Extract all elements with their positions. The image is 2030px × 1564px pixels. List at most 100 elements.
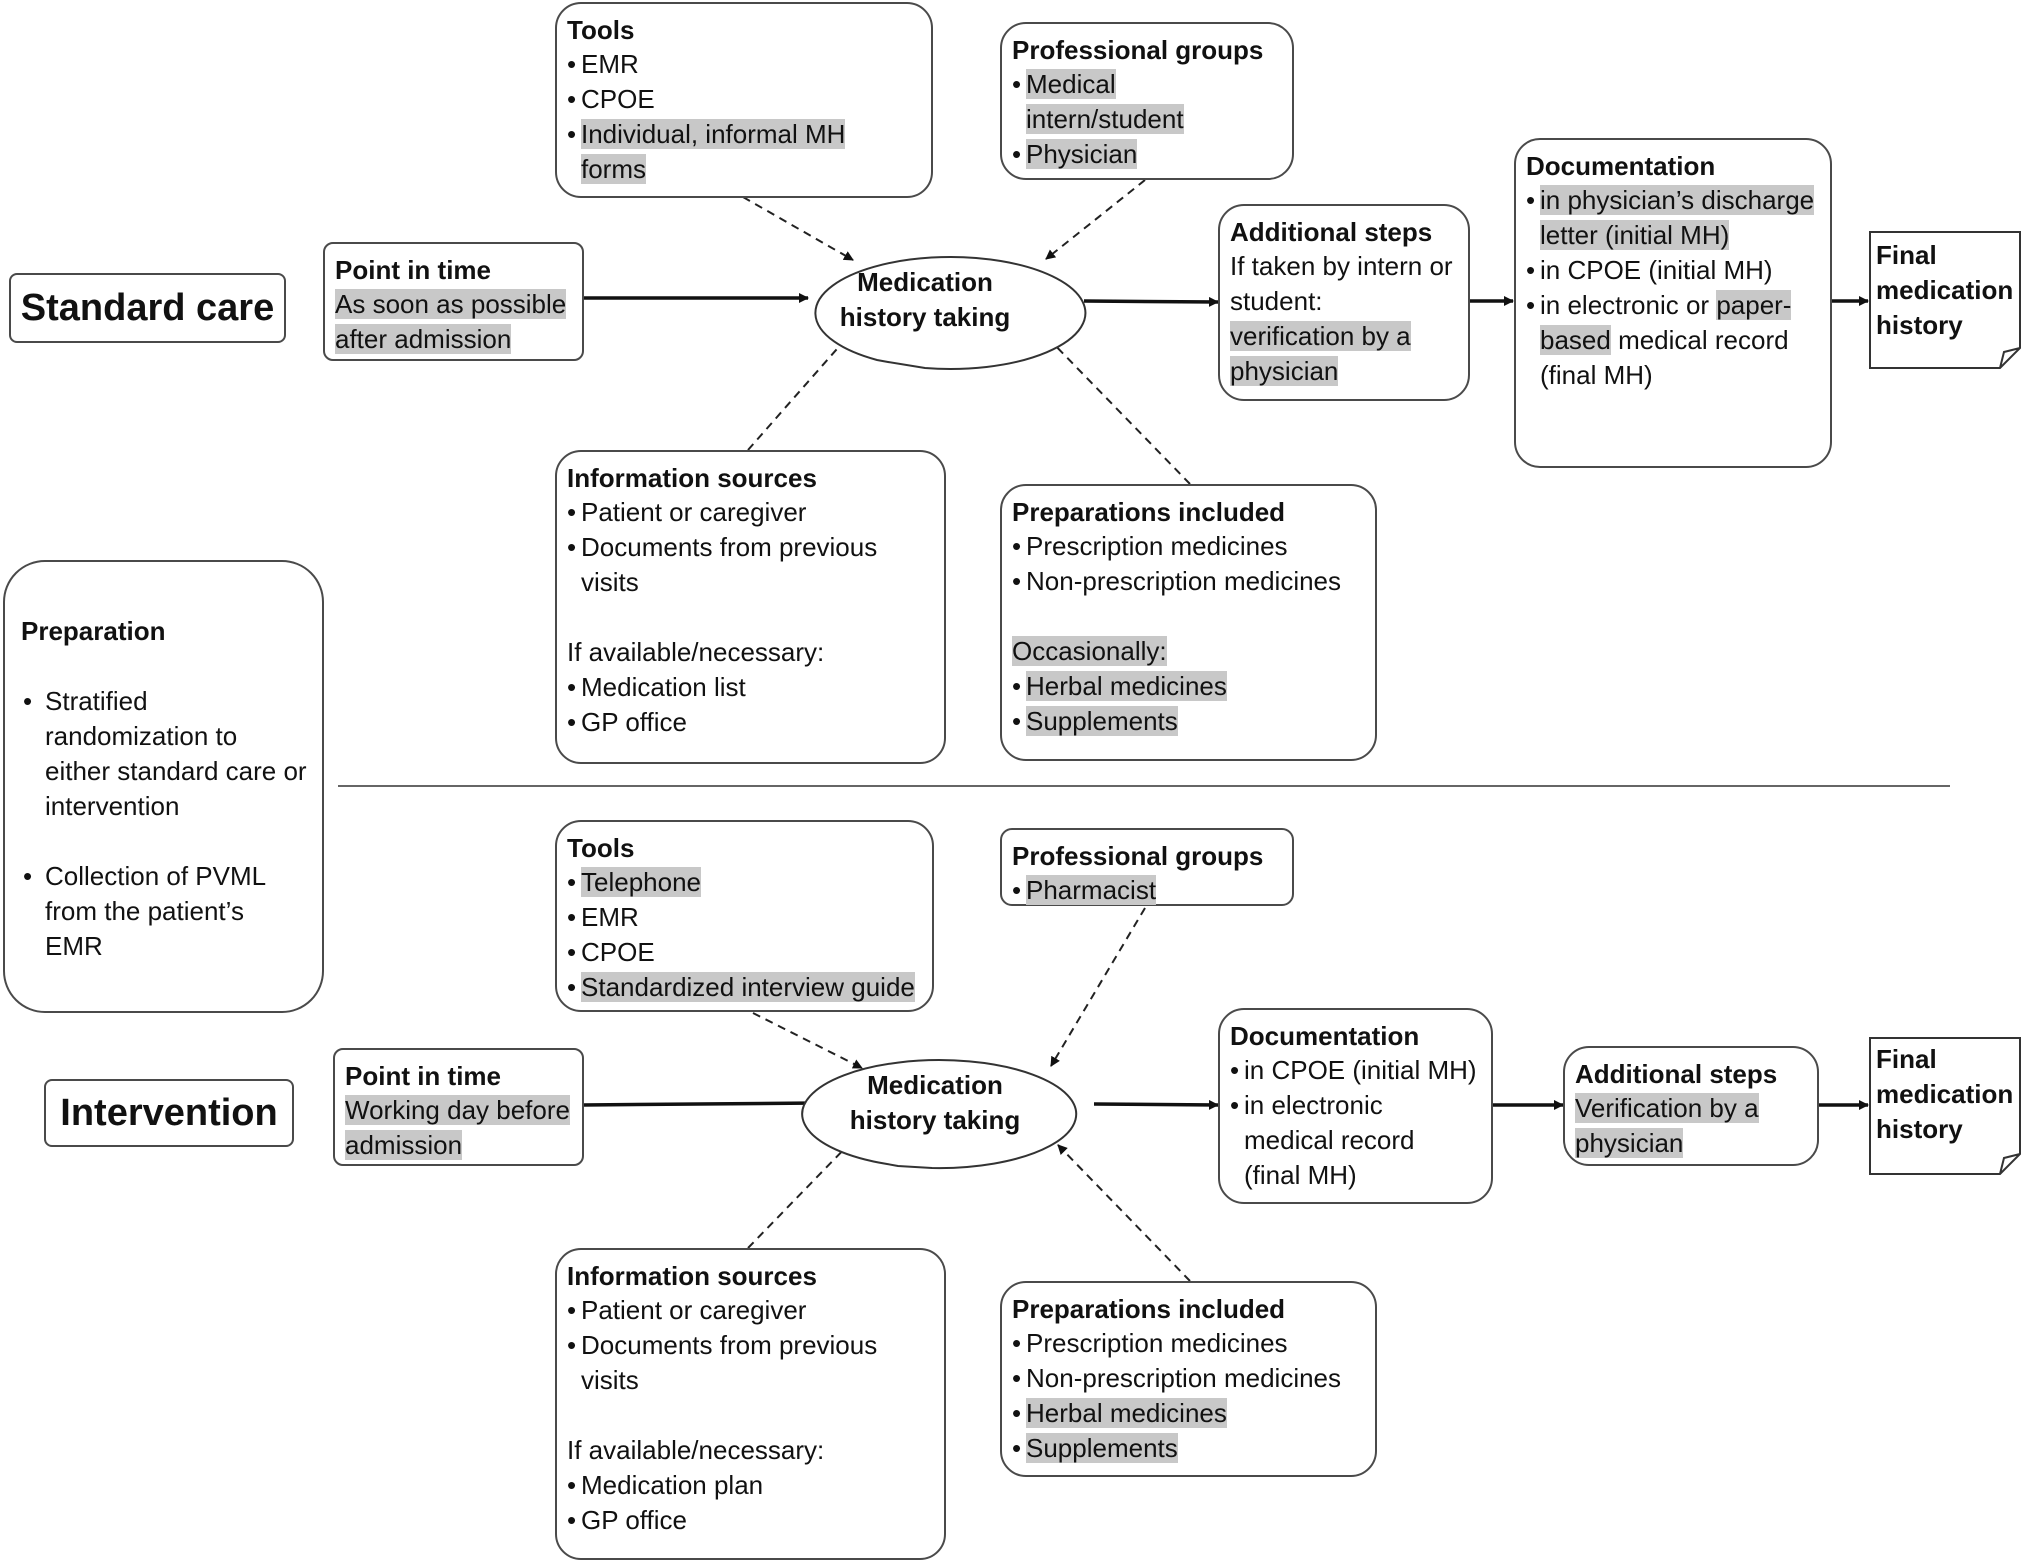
information-source-item: Patient or caregiver [567,1293,934,1328]
professional-groups-title: Professional groups [1012,35,1264,65]
highlight: Herbal medicines [1026,1398,1227,1428]
medication-history-taking-standard: Medication history taking [820,265,1030,335]
final-line1: Final [1876,1044,1937,1074]
information-source-item: Medication plan [567,1468,934,1503]
documentation-item: in CPOE (initial MH) [1230,1053,1481,1088]
dashed-arrow-preps-intervention [1057,1144,1191,1282]
additional-steps-title: Additional steps [1575,1059,1778,1089]
point-in-time-text: As soon as possible after admission [335,287,572,357]
highlight: Supplements [1026,706,1178,736]
information-sources-title: Information sources [567,463,817,493]
information-sources-box-intervention: Information sources Patient or caregiver… [555,1248,946,1560]
tools-box-standard: Tools EMR CPOE Individual, informal MH f… [555,2,933,198]
documentation-item: in electronic medical record (final MH) [1230,1088,1464,1193]
tools-box-intervention: Tools Telephone EMR CPOE Standardized in… [555,820,934,1012]
dashed-arrow-tools-standard [742,196,854,261]
highlight: in physician’s discharge letter (initial… [1540,185,1815,250]
point-in-time-title: Point in time [345,1061,501,1091]
preparations-included-title: Preparations included [1012,497,1286,527]
mh-bubble-standard [814,256,1087,370]
preparation-included-item: Non-prescription medicines [1012,1361,1365,1396]
tool-item: Telephone [567,865,922,900]
preparations-included-box-standard: Preparations included Prescription medic… [1000,484,1377,761]
doc-text-c: medical record (final MH) [1540,325,1789,390]
information-source-item: Documents from previous visits [567,530,911,600]
information-sources-title: Information sources [567,1261,817,1291]
additional-steps-title: Additional steps [1230,217,1433,247]
tool-item: CPOE [567,935,922,970]
preparation-included-item: Herbal medicines [1012,1396,1365,1431]
highlight: Verification by a physician [1575,1093,1759,1158]
point-in-time-box-standard: Point in time As soon as possible after … [323,242,584,361]
information-source-item: Documents from previous visits [567,1328,911,1398]
final-medication-history-standard: Final medication history [1876,238,2013,343]
mh-bubble-intervention [801,1059,1078,1170]
dashed-arrow-sources-standard [747,332,852,451]
tools-title: Tools [567,15,635,45]
mh-line2: history taking [839,302,1011,332]
documentation-title: Documentation [1230,1021,1420,1051]
highlight: Occasionally: [1012,636,1167,666]
highlight: verification by a physician [1230,321,1411,386]
professional-groups-box-intervention: Professional groups Pharmacist [1000,828,1294,908]
dashed-arrow-tools-intervention [752,1012,863,1069]
arrow-mh-to-steps-standard [1083,296,1219,307]
highlight: Telephone [581,867,701,897]
highlight: Pharmacist [1026,875,1157,905]
final-document-shape-standard [1869,231,2021,369]
tool-item: Individual, informal MH forms [567,117,871,187]
information-source-item: GP office [567,1503,934,1538]
documentation-box-intervention: Documentation in CPOE (initial MH) in el… [1218,1008,1493,1204]
final-line2: medication [1876,1079,2014,1109]
occasionally-label: Occasionally: [1012,634,1365,669]
final-document-shape-intervention [1869,1037,2021,1175]
dashed-arrow-groups-standard [1045,179,1146,260]
additional-steps-box-intervention: Additional steps Verification by a physi… [1563,1046,1819,1166]
mh-line1: Medication [857,267,993,297]
highlight: Herbal medicines [1026,671,1227,701]
preparations-included-box-intervention: Preparations included Prescription medic… [1000,1281,1377,1477]
preparation-title: Preparation [21,616,166,646]
dashed-arrow-groups-intervention [1050,907,1146,1067]
final-line1: Final [1876,240,1937,270]
documentation-item: in physician’s discharge letter (initial… [1526,183,1820,253]
documentation-item: in CPOE (initial MH) [1526,253,1820,288]
highlight: Physician [1026,139,1138,169]
professional-group-item: Medical intern/student [1012,67,1226,137]
additional-steps-box-standard: Additional steps If taken by intern or s… [1218,204,1470,401]
tool-item: EMR [567,47,921,82]
mh-line2: history taking [849,1105,1021,1135]
preparation-box: Preparation Stratified randomization to … [3,560,324,1013]
documentation-title: Documentation [1526,151,1716,181]
preparation-included-item: Supplements [1012,1431,1365,1466]
information-sources-conditional-label: If available/necessary: [567,1435,825,1465]
highlight: Standardized interview guide [581,972,915,1002]
arrow-mh-to-doc-intervention [1093,1099,1219,1110]
final-line3: history [1876,310,1963,340]
dashed-arrow-preps-standard [1045,335,1191,485]
preparation-included-item: Supplements [1012,704,1365,739]
documentation-box-standard: Documentation in physician’s discharge l… [1514,138,1832,468]
dashed-arrow-sources-intervention [747,1139,854,1249]
information-source-item: Medication list [567,670,934,705]
preparation-included-item: Non-prescription medicines [1012,564,1365,599]
point-in-time-box-intervention: Point in time Working day before admissi… [333,1048,584,1166]
section-divider [338,785,1950,787]
preparation-item: Stratified randomization to either stand… [21,684,308,824]
medication-history-taking-intervention: Medication history taking [830,1068,1040,1138]
tool-item: Standardized interview guide [567,970,922,1005]
point-in-time-text: Working day before admission [345,1093,575,1163]
additional-steps-text: If taken by intern or student: [1230,251,1453,316]
section-label-standard-care: Standard care [9,273,286,343]
preparation-included-item: Prescription medicines [1012,1326,1365,1361]
highlight: Working day before admission [345,1095,570,1160]
preparation-item: Collection of PVML from the patient’s EM… [21,859,308,964]
final-medication-history-intervention: Final medication history [1876,1042,2013,1147]
preparation-included-item: Prescription medicines [1012,529,1365,564]
additional-steps-text: Verification by a physician [1575,1091,1795,1161]
arrow-point-to-mh-intervention [582,1098,819,1109]
highlight: Supplements [1026,1433,1178,1463]
highlight: Individual, informal MH forms [581,119,846,184]
final-line3: history [1876,1114,1963,1144]
